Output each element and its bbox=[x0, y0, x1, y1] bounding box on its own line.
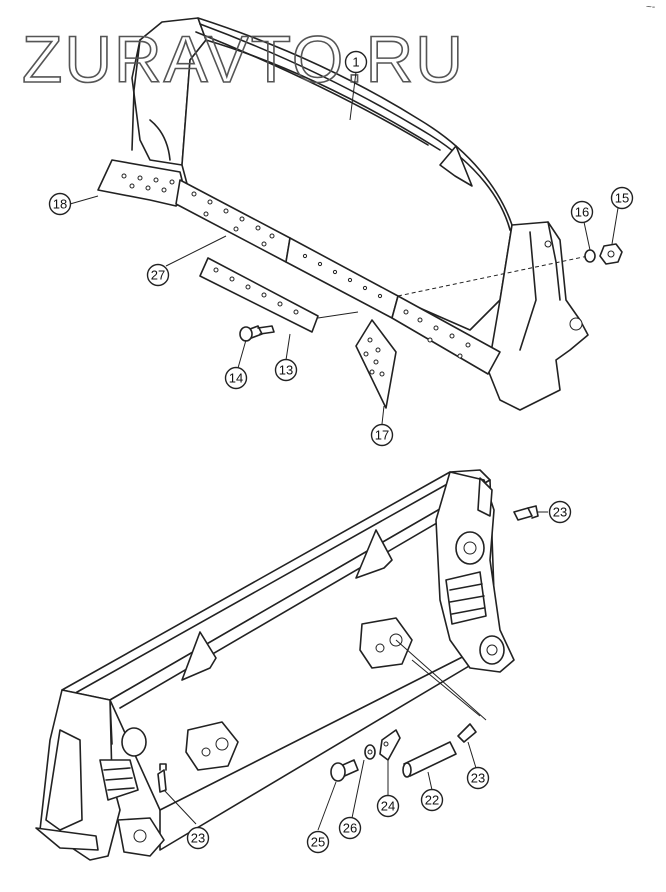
callout-23-left: 23 bbox=[186, 826, 210, 850]
callout-16: 16 bbox=[570, 200, 594, 224]
svg-text:24: 24 bbox=[381, 799, 395, 814]
svg-text:27: 27 bbox=[151, 268, 165, 283]
callout-1: 1 bbox=[344, 50, 368, 74]
watermark: ZURAVTO.RU bbox=[22, 22, 465, 96]
svg-text:1: 1 bbox=[352, 55, 359, 70]
svg-text:16: 16 bbox=[575, 205, 589, 220]
svg-text:18: 18 bbox=[53, 197, 67, 212]
callout-25: 25 bbox=[306, 830, 330, 854]
leader-lines bbox=[69, 71, 619, 831]
callout-23-right: 23 bbox=[466, 766, 490, 790]
callout-26: 26 bbox=[338, 816, 362, 840]
callout-18: 18 bbox=[48, 192, 72, 216]
svg-text:23: 23 bbox=[553, 505, 567, 520]
svg-text:25: 25 bbox=[311, 835, 325, 850]
callout-13: 13 bbox=[274, 358, 298, 382]
svg-text:26: 26 bbox=[343, 821, 357, 836]
edge-holes-left bbox=[191, 191, 275, 247]
callout-15: 15 bbox=[610, 186, 634, 210]
svg-text:13: 13 bbox=[279, 363, 293, 378]
svg-text:23: 23 bbox=[471, 771, 485, 786]
blade-assembly bbox=[97, 17, 623, 411]
callout-23-top: 23 bbox=[548, 500, 572, 524]
callout-22: 22 bbox=[420, 788, 444, 812]
svg-text:23: 23 bbox=[191, 831, 205, 846]
svg-text:14: 14 bbox=[229, 371, 243, 386]
callout-27: 27 bbox=[146, 263, 170, 287]
svg-text:22: 22 bbox=[425, 793, 439, 808]
corner-mark: ~- bbox=[646, 2, 655, 13]
callout-24: 24 bbox=[376, 794, 400, 818]
callout-17: 17 bbox=[370, 423, 394, 447]
svg-text:17: 17 bbox=[375, 428, 389, 443]
frame-assembly bbox=[35, 469, 539, 861]
svg-text:15: 15 bbox=[615, 191, 629, 206]
callout-14: 14 bbox=[224, 366, 248, 390]
